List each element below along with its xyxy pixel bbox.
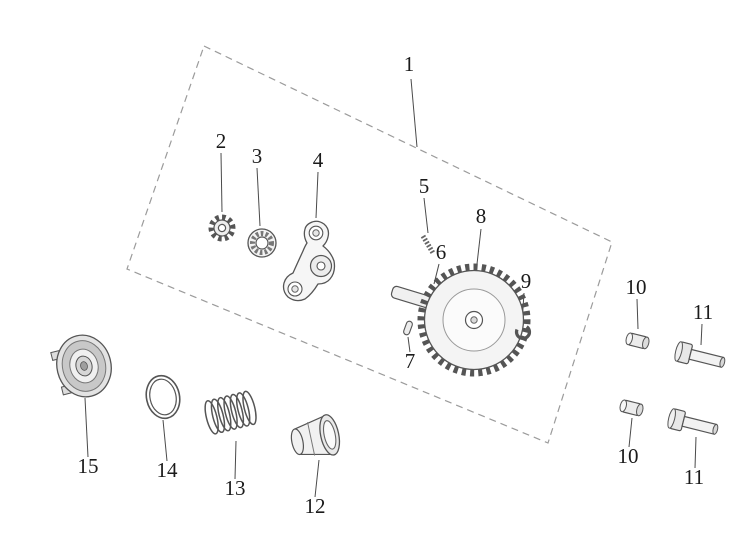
callout-3: 3	[252, 144, 263, 168]
callout-15: 15	[78, 454, 99, 478]
callout-1: 1	[404, 52, 415, 76]
part-12-collar	[290, 414, 341, 456]
callout-14: 14	[157, 458, 179, 482]
leader-line-13	[234, 440, 237, 480]
leader-line-10-upper	[636, 298, 639, 330]
part-4-guide-plate	[282, 220, 336, 302]
callout-8: 8	[476, 204, 487, 228]
callout-7: 7	[405, 349, 416, 373]
callout-2: 2	[216, 129, 227, 153]
callout-4: 4	[313, 148, 324, 172]
part-14-o-ring	[145, 374, 181, 420]
part-9-circlip	[514, 323, 532, 341]
part-8-sprocket	[417, 263, 531, 377]
leader-line-14	[162, 419, 168, 462]
leader-line-15	[84, 397, 89, 458]
leader-line-7	[407, 336, 411, 353]
leader-line-3	[256, 167, 261, 227]
leader-line-12	[314, 459, 320, 498]
callout-9: 9	[521, 269, 532, 293]
leader-line-11-upper	[700, 323, 703, 346]
part-7-dowel-pin	[403, 320, 413, 336]
part-15-cap	[50, 334, 112, 398]
callout-11-upper: 11	[693, 300, 713, 324]
callout-10-upper: 10	[626, 275, 647, 299]
leader-line-4	[315, 171, 319, 219]
leader-line-8	[476, 228, 482, 265]
part-3-bearing	[247, 228, 277, 258]
leader-line-2	[220, 152, 223, 213]
assembly-dashed-outline	[126, 45, 613, 444]
leader-line-1	[410, 78, 418, 148]
part-10-pin-lower	[619, 399, 644, 417]
sprocket-center-hole	[470, 316, 478, 324]
callout-10-lower: 10	[618, 444, 639, 468]
sprocket-teeth	[417, 263, 531, 377]
callout-6: 6	[436, 240, 447, 264]
leader-line-10-lower	[628, 417, 633, 448]
part-11-bolt-lower	[667, 408, 719, 435]
leader-lines	[84, 78, 703, 498]
callout-5: 5	[419, 174, 430, 198]
part-2-lock-nut	[208, 214, 236, 242]
part-5-spring-pin	[420, 234, 436, 255]
callout-11-lower: 11	[684, 465, 704, 489]
callout-12: 12	[305, 494, 326, 518]
part-11-bolt-upper	[674, 341, 726, 368]
part-10-pin-upper	[625, 332, 650, 350]
callout-13: 13	[225, 476, 246, 500]
part-13-spring	[204, 390, 257, 435]
leader-line-5	[423, 197, 429, 234]
leader-line-11-lower	[694, 436, 697, 469]
